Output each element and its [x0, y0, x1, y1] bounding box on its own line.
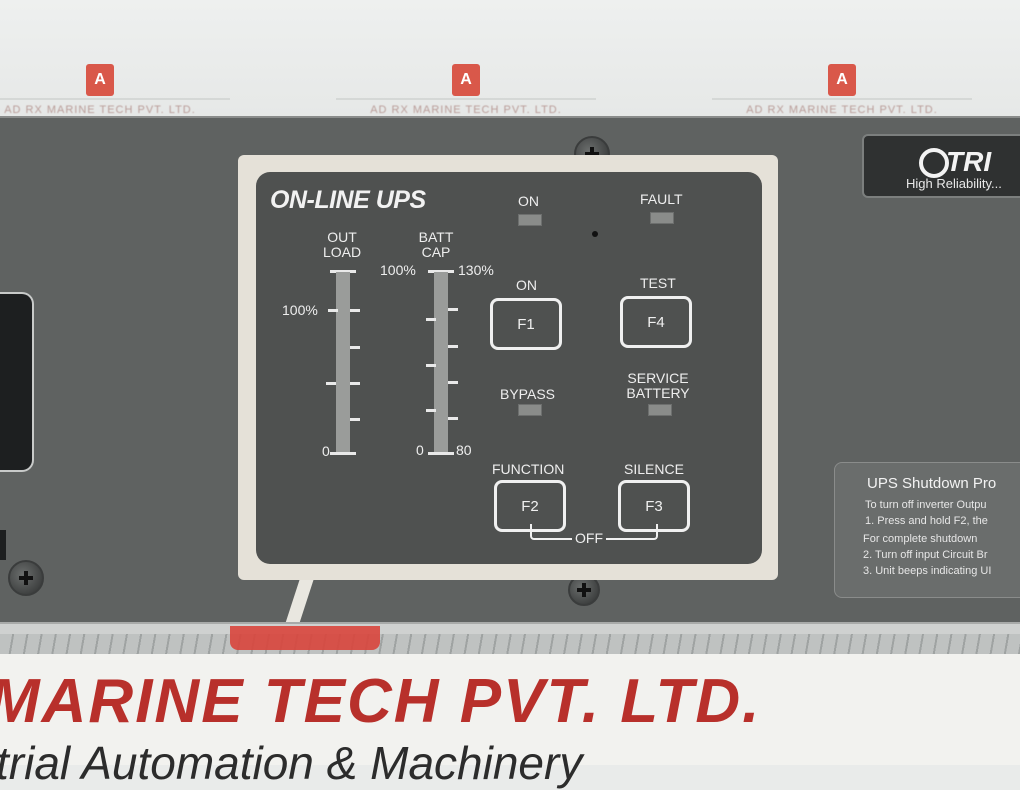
watermark-rule	[336, 98, 596, 100]
vent-slot-lower	[0, 530, 6, 560]
brand-mark: TRI	[946, 146, 992, 177]
brand-logo-icon	[919, 148, 949, 178]
screw-icon	[8, 560, 44, 596]
company-name: MARINE TECH PVT. LTD.	[0, 667, 762, 736]
fault-indicator-label: FAULT	[640, 191, 683, 207]
watermark-text: AD RX MARINE TECH PVT. LTD.	[746, 104, 938, 116]
watermark-rule	[0, 98, 230, 100]
bypass-indicator-label: BYPASS	[500, 386, 555, 402]
tick	[326, 382, 336, 385]
out-load-label-line2: LOAD	[322, 244, 362, 260]
batt-cap-label: BATT CAP	[414, 230, 458, 260]
tick	[426, 409, 436, 412]
f4-test-button[interactable]: F4	[620, 296, 692, 348]
batt-cap-bottom-right-label: 80	[456, 442, 472, 458]
on-indicator-label: ON	[518, 193, 539, 209]
out-load-top-cap	[330, 270, 356, 273]
watermark-logo-icon: A	[452, 64, 480, 96]
shutdown-line: To turn off inverter Outpu	[865, 499, 987, 511]
tick	[448, 345, 458, 348]
batt-cap-label-line2: CAP	[421, 244, 451, 260]
batt-cap-bar	[434, 272, 448, 452]
service-battery-label-line2: BATTERY	[626, 385, 690, 401]
control-panel: ON-LINE UPS OUT LOAD 100% 0 BATT CAP 100…	[256, 172, 762, 564]
tick	[426, 318, 436, 321]
out-load-label: OUT LOAD	[316, 230, 368, 260]
on-led-indicator	[518, 214, 542, 226]
tick	[448, 308, 458, 311]
f2-caption: FUNCTION	[492, 461, 565, 477]
vent-slot	[0, 292, 34, 472]
f3-silence-button[interactable]: F3	[618, 480, 690, 532]
tick	[350, 346, 360, 349]
out-load-label-line1: OUT	[327, 229, 357, 245]
service-battery-indicator-label: SERVICE BATTERY	[622, 371, 694, 401]
watermark-3: A AD RX MARINE TECH PVT. LTD.	[712, 64, 972, 124]
company-tagline: trial Automation & Machinery	[0, 737, 583, 789]
watermark-1: A AD RX MARINE TECH PVT. LTD.	[0, 64, 230, 124]
company-banner: MARINE TECH PVT. LTD. trial Automation &…	[0, 654, 1020, 789]
fault-led-indicator	[650, 212, 674, 224]
watermark-text: AD RX MARINE TECH PVT. LTD.	[370, 104, 562, 116]
red-tab	[230, 626, 380, 650]
shutdown-title: UPS Shutdown Pro	[867, 475, 997, 492]
watermark-2: A AD RX MARINE TECH PVT. LTD.	[336, 64, 596, 124]
batt-cap-top-right-label: 130%	[458, 262, 494, 278]
watermark-rule	[712, 98, 972, 100]
brand-nameplate: TRI High Reliability...	[862, 134, 1020, 198]
batt-cap-bottom-left-label: 0	[416, 442, 424, 458]
watermark-logo-icon: A	[828, 64, 856, 96]
batt-cap-bottom-cap	[428, 452, 454, 455]
brand-subtitle: High Reliability...	[906, 176, 1002, 191]
tick	[350, 309, 360, 312]
shutdown-instructions-plate: UPS Shutdown Pro To turn off inverter Ou…	[834, 462, 1020, 598]
shutdown-line: 1. Press and hold F2, the	[865, 515, 988, 527]
out-load-bottom-label: 0	[322, 443, 330, 459]
tick	[350, 418, 360, 421]
f3-caption: SILENCE	[624, 461, 684, 477]
bypass-led-indicator	[518, 404, 542, 416]
watermark-logo-icon: A	[86, 64, 114, 96]
tick	[328, 309, 338, 312]
watermark-text: AD RX MARINE TECH PVT. LTD.	[4, 104, 196, 116]
batt-cap-top-left-label: 100%	[380, 262, 416, 278]
tick	[350, 382, 360, 385]
f4-caption: TEST	[640, 275, 676, 291]
service-battery-label-line1: SERVICE	[627, 370, 689, 386]
panel-title: ON-LINE UPS	[270, 186, 426, 214]
shutdown-line: 3. Unit beeps indicating UI	[863, 565, 992, 577]
batt-cap-top-cap	[428, 270, 454, 273]
out-load-bar	[336, 272, 350, 452]
tick	[448, 381, 458, 384]
out-load-top-label: 100%	[282, 302, 318, 318]
f1-caption: ON	[516, 277, 537, 293]
tick	[448, 417, 458, 420]
tick	[426, 364, 436, 367]
out-load-bottom-cap	[330, 452, 356, 455]
reset-pinhole	[592, 231, 598, 237]
service-battery-led-indicator	[648, 404, 672, 416]
batt-cap-label-line1: BATT	[418, 229, 454, 245]
chassis-bottom-vent	[0, 634, 1020, 654]
shutdown-line: 2. Turn off input Circuit Br	[863, 549, 988, 561]
shutdown-line: For complete shutdown	[863, 533, 978, 545]
f2-function-button[interactable]: F2	[494, 480, 566, 532]
f1-on-button[interactable]: F1	[490, 298, 562, 350]
off-label: OFF	[572, 530, 606, 546]
